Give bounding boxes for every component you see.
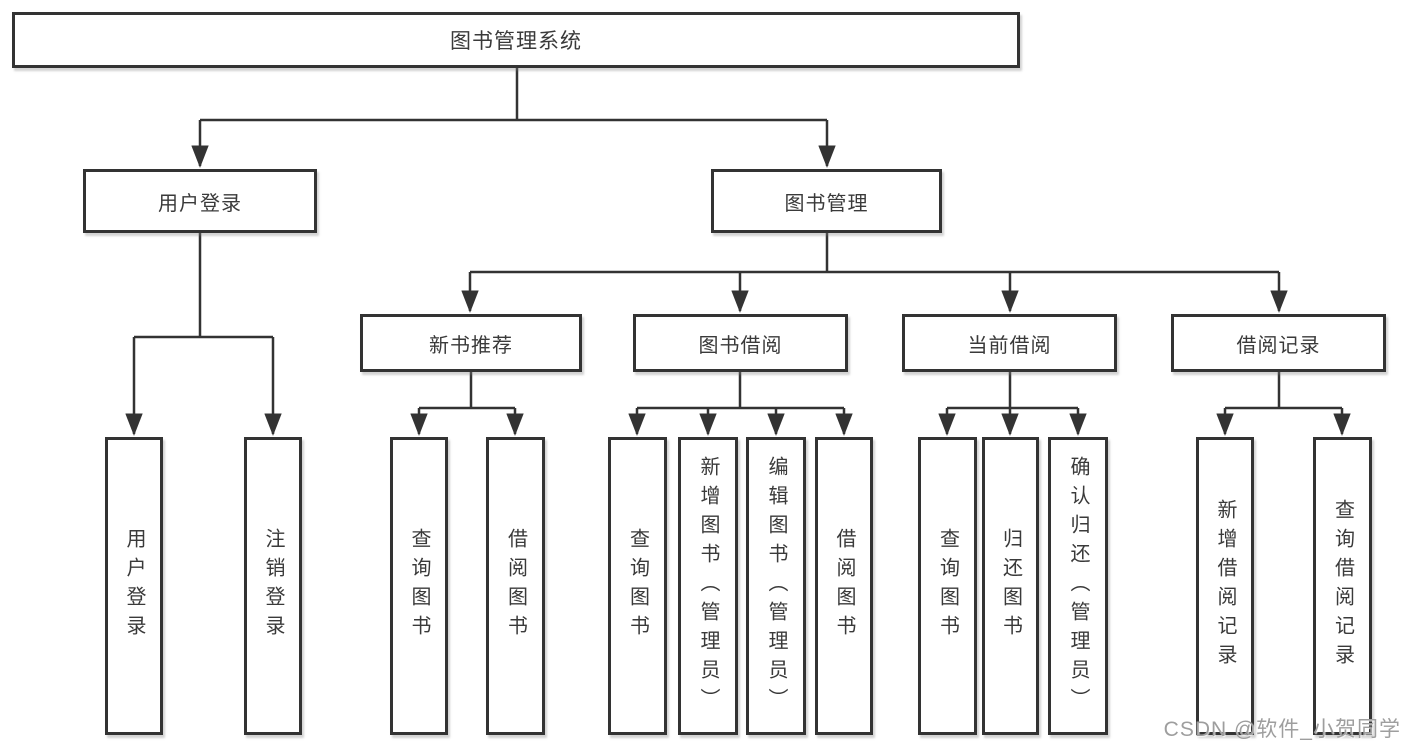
node-query-books-recommend: 查询图书: [390, 437, 448, 735]
node-edit-books-admin: 编辑图书（管理员）: [746, 437, 806, 735]
node-user-login-leaf: 用户登录: [105, 437, 163, 735]
node-borrow-books-recommend: 借阅图书: [486, 437, 545, 735]
node-query-books-borrow: 查询图书: [608, 437, 667, 735]
node-confirm-return-admin: 确认归还（管理员）: [1048, 437, 1108, 735]
node-add-borrow-record: 新增借阅记录: [1196, 437, 1254, 735]
node-book-borrowing: 图书借阅: [633, 314, 848, 372]
node-library-management-system: 图书管理系统: [12, 12, 1020, 68]
csdn-watermark: CSDN @软件_小贺同学: [1163, 718, 1401, 741]
node-query-borrow-record: 查询借阅记录: [1313, 437, 1372, 735]
node-borrowing-records: 借阅记录: [1171, 314, 1386, 372]
node-book-management: 图书管理: [711, 169, 942, 233]
node-current-borrowing: 当前借阅: [902, 314, 1117, 372]
node-query-books-current: 查询图书: [918, 437, 977, 735]
node-user-login: 用户登录: [83, 169, 317, 233]
node-new-book-recommendation: 新书推荐: [360, 314, 582, 372]
node-return-books: 归还图书: [982, 437, 1039, 735]
node-borrow-books: 借阅图书: [815, 437, 873, 735]
node-logout: 注销登录: [244, 437, 302, 735]
node-add-books-admin: 新增图书（管理员）: [678, 437, 738, 735]
